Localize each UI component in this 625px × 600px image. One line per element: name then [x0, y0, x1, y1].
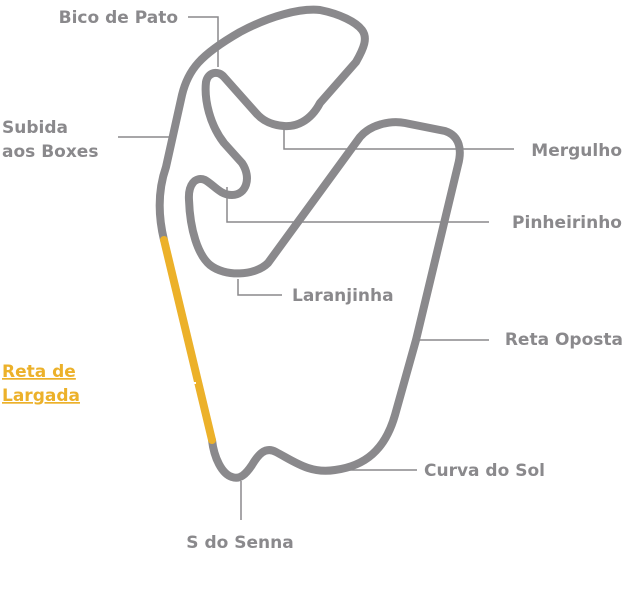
label-laranjinha: Laranjinha: [292, 286, 394, 306]
label-subida-2: aos Boxes: [2, 142, 98, 162]
label-bico-de-pato: Bico de Pato: [59, 8, 178, 28]
start-straight-highlight[interactable]: [160, 236, 216, 444]
leader-mergulho: [283, 127, 514, 150]
label-pinheirinho: Pinheirinho: [512, 213, 622, 233]
leader-bico-de-pato: [188, 16, 219, 67]
track-circuit: [155, 5, 464, 482]
label-reta-oposta: Reta Oposta: [505, 330, 623, 350]
label-subida-1: Subida: [2, 118, 68, 138]
label-curva-do-sol: Curva do Sol: [424, 461, 545, 481]
link-reta-de-largada-2[interactable]: Largada: [2, 386, 80, 406]
leader-laranjinha: [237, 279, 282, 296]
leader-pinheirinho: [226, 187, 489, 223]
link-reta-de-largada-1[interactable]: Reta de: [2, 362, 76, 382]
label-s-do-senna: S do Senna: [186, 533, 293, 553]
label-mergulho: Mergulho: [531, 141, 622, 161]
